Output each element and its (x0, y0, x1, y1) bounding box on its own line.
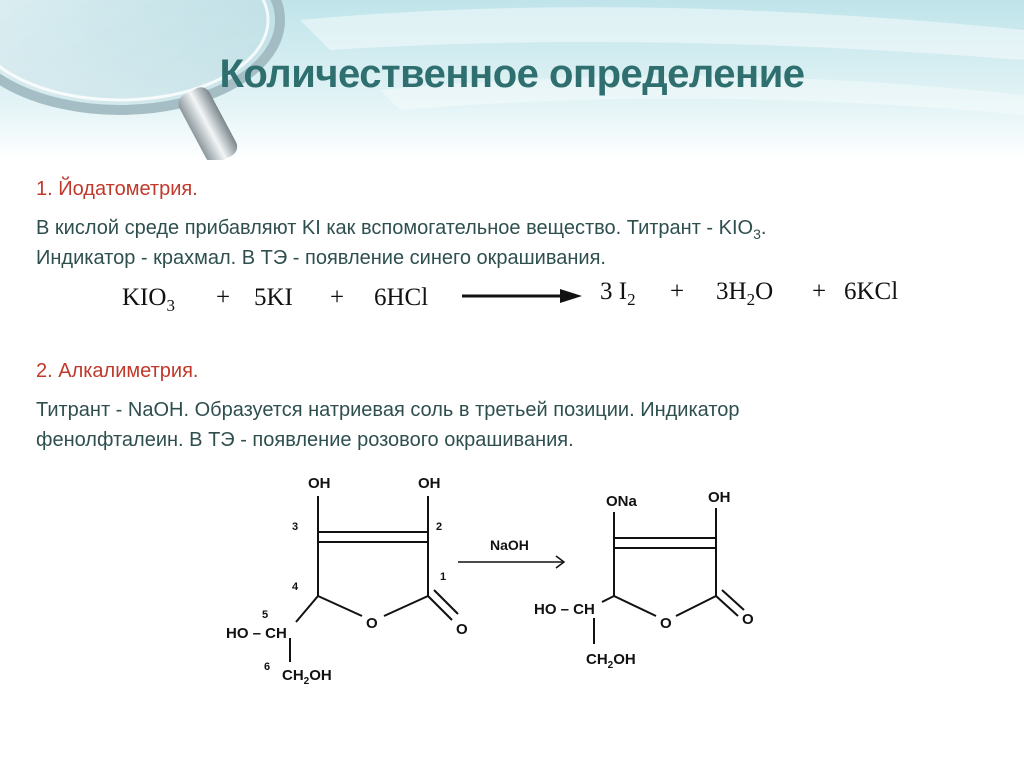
ascorbic-acid-reaction-scheme: OH OH 3 2 1 4 5 6 HO – CH O O CH2OH NaOH… (226, 475, 754, 687)
reagent-naoh: NaOH (490, 537, 529, 553)
left-ch2oh-ch: CH (282, 667, 304, 684)
section-alkalimetry-line2: фенолфталеин. В ТЭ - появление розового … (36, 429, 574, 451)
left-num-5: 5 (262, 609, 268, 621)
right-carbonyl-o: O (742, 611, 754, 628)
bond-c1-carbonyl (427, 595, 453, 621)
right-ch2oh-ch: CH (586, 651, 608, 668)
left-oh-3: OH (308, 475, 331, 492)
bond-o-c1-right (675, 595, 717, 617)
left-num-2: 2 (436, 521, 442, 533)
eq-reactant-kio3: KIO3 (122, 284, 175, 316)
section-alkalimetry-title: 2. Алкалиметрия. (36, 360, 199, 382)
eq-plus-1: + (216, 284, 231, 311)
eq-reaction-arrow (462, 289, 582, 303)
eq-p2-end: O (755, 278, 774, 305)
right-ona: ONa (606, 493, 638, 510)
bond-c4-c5 (295, 595, 319, 623)
eq-p2-text: 3H (716, 278, 747, 305)
eq-plus-3: + (670, 278, 685, 305)
bond-c1-carbonyl-double-right (721, 589, 745, 611)
eq-p1-sub: 2 (627, 290, 636, 309)
left-carbonyl-o: O (456, 621, 468, 638)
eq-reactant-hcl: 6HCl (374, 284, 429, 311)
section-iodatometry-line2: Индикатор - крахмал. В ТЭ - появление си… (36, 247, 606, 269)
section-iodatometry-title: 1. Йодатометрия. (36, 178, 198, 200)
left-ho-ch: HO – CH (226, 625, 287, 642)
left-oh-2: OH (418, 475, 441, 492)
left-num-4: 4 (292, 581, 299, 593)
eq-p1-text: 3 I (600, 278, 628, 305)
eq-product-h2o: 3H2O (716, 278, 773, 310)
right-oh: OH (708, 489, 731, 506)
reaction-arrow (458, 555, 566, 569)
bond-c4-c5-right (601, 595, 615, 603)
iodatometry-equation: KIO3 + 5KI + 6HCl 3 I2 + 3H2O + 6KCl (122, 278, 942, 322)
eq-r1-text: KIO (122, 284, 167, 311)
header-background (0, 0, 1024, 160)
header-art (0, 0, 1024, 160)
section-iodatometry-line1: В кислой среде прибавляют KI как вспомог… (36, 214, 766, 248)
iodatometry-line1-text: В кислой среде прибавляют KI как вспомог… (36, 217, 754, 239)
bond-c4-o (317, 595, 363, 617)
section-alkalimetry-line1: Титрант - NaOH. Образуется натриевая сол… (36, 399, 740, 421)
magnifying-glass-icon (0, 0, 285, 160)
eq-plus-2: + (330, 284, 345, 311)
iodatometry-line1-sub: 3 (753, 226, 761, 242)
left-num-3: 3 (292, 521, 298, 533)
sodium-ascorbate-structure (593, 508, 745, 644)
left-num-1: 1 (440, 571, 446, 583)
iodatometry-line1-end: . (760, 217, 767, 239)
right-ring-o: O (660, 615, 672, 632)
left-ring-o: O (366, 615, 378, 632)
eq-product-kcl: 6KCl (844, 278, 899, 305)
slide-title: Количественное определение (219, 52, 805, 96)
ascorbic-acid-structure (289, 496, 459, 662)
bond-c4-o-right (613, 595, 657, 617)
eq-r1-sub: 3 (166, 296, 175, 315)
bond-c1-carbonyl-right (715, 595, 739, 617)
left-ch2oh: CH2OH (282, 667, 332, 687)
bond-c1-carbonyl-double (433, 589, 459, 615)
left-num-6: 6 (264, 661, 270, 673)
eq-plus-4: + (812, 278, 827, 305)
right-ch2oh-oh: OH (613, 651, 636, 668)
eq-product-i2: 3 I2 (600, 278, 636, 310)
eq-reactant-ki: 5KI (254, 284, 293, 311)
right-ch2oh-sub: 2 (608, 660, 614, 671)
eq-p2-sub: 2 (746, 290, 756, 309)
right-ch2oh: CH2OH (586, 651, 636, 671)
left-ch2oh-oh: OH (309, 667, 332, 684)
bond-o-c1 (383, 595, 429, 617)
left-ch2oh-sub: 2 (304, 676, 310, 687)
right-ho-ch: HO – CH (534, 601, 595, 618)
